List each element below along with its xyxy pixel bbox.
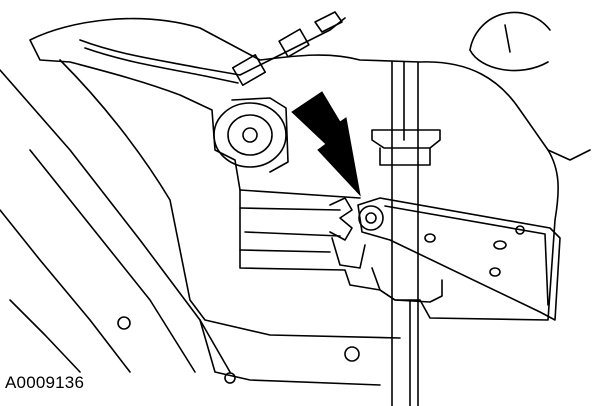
rail-clip-lower	[379, 147, 431, 166]
pivot-hub-center	[242, 127, 258, 143]
cable-lower	[84, 47, 239, 84]
inner-panel	[59, 59, 401, 339]
right-edge	[547, 149, 591, 161]
slot-mark	[504, 24, 511, 53]
hole-right	[515, 225, 525, 235]
arm-hole-2	[493, 240, 507, 250]
lower-bracket	[371, 267, 443, 303]
linkage-arm-edge	[384, 205, 549, 306]
linkage-pivot-outer	[358, 205, 384, 231]
connector-end	[314, 11, 343, 33]
arm-hole-1	[424, 233, 436, 243]
arm-hole-3	[489, 267, 501, 277]
channel-slot	[331, 237, 366, 269]
pivot-hub-outer	[213, 102, 287, 168]
retaining-clip	[329, 197, 353, 241]
top-right-circle-2	[469, 49, 549, 72]
channel-low	[244, 231, 341, 237]
frame-diagonal-2	[29, 149, 196, 373]
connector-2	[231, 54, 267, 86]
arrow-icon	[291, 91, 361, 197]
top-right-circle	[469, 11, 551, 51]
cable	[79, 17, 346, 76]
rail-clip	[371, 129, 441, 149]
linkage-pivot-inner	[365, 212, 377, 224]
channel-mid	[239, 207, 341, 211]
frame-diagonal-1	[0, 69, 231, 373]
channel-top	[239, 189, 361, 199]
connector-1	[278, 28, 310, 58]
pivot-hub-inner	[227, 114, 273, 156]
hub-bracket	[231, 97, 289, 173]
body-panel-outline	[29, 17, 559, 321]
hole-left	[117, 316, 131, 330]
frame-diagonal-3	[0, 209, 131, 373]
channel-bottom	[239, 249, 331, 253]
hole-bottom	[344, 346, 360, 362]
frame-diagonal-4	[9, 299, 81, 373]
hole-bottom-left	[224, 372, 236, 384]
linkage-arm	[357, 197, 561, 321]
bottom-edge	[199, 319, 381, 386]
figure-id-label: A0009136	[5, 373, 85, 392]
